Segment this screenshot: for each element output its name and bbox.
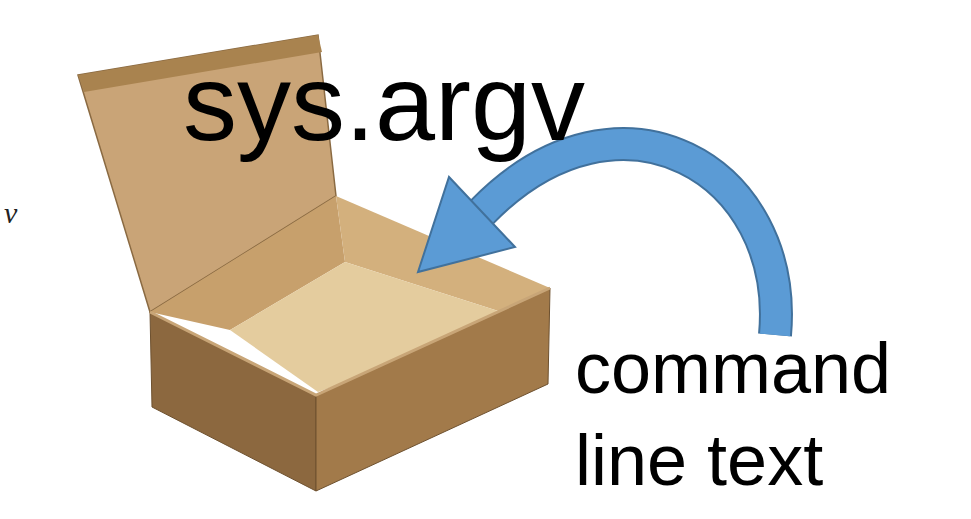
arrow-body <box>482 144 776 335</box>
box-rim <box>150 288 550 395</box>
arrow-head <box>418 177 515 272</box>
arrow-outline <box>482 144 776 335</box>
box-front <box>316 288 550 491</box>
fragment-text: v <box>4 196 17 229</box>
title-text: sys.argv <box>183 38 585 168</box>
callout-text: command line text <box>575 322 965 506</box>
box-side <box>150 312 316 491</box>
